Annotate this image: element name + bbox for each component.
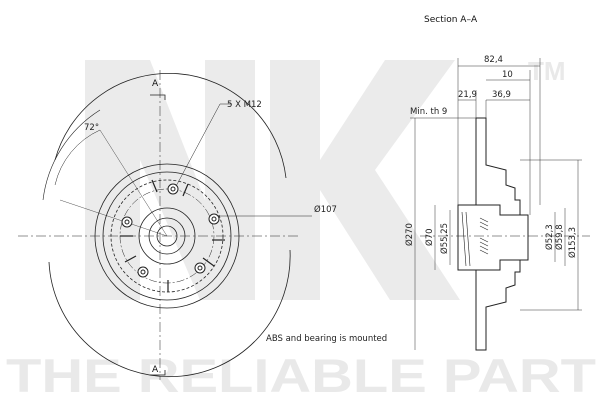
dim-hub-depth: 36,9: [492, 90, 511, 100]
section-dimensions: [410, 58, 582, 350]
bolt-holes: [121, 183, 220, 278]
dim-center-bore-diameter: Ø55,25: [439, 223, 450, 254]
assembly-note: ABS and bearing is mounted: [266, 334, 387, 344]
section-title: Section A–A: [424, 15, 478, 25]
dim-overall-width: 82,4: [484, 55, 503, 65]
min-thickness-label: Min. th 9: [410, 107, 447, 117]
dim-bearing-inner-diameter: Ø52,3: [544, 224, 555, 250]
dim-outer-diameter: Ø270: [404, 223, 415, 246]
hub-vent-slots: [120, 179, 225, 292]
tagline-watermark: THE RELIABLE PART: [6, 349, 596, 400]
section-mark-top: A: [152, 79, 159, 89]
dim-hub-offset: 10: [502, 70, 513, 80]
nk-logo-watermark: [85, 60, 460, 300]
section-view: [420, 117, 590, 351]
dim-hub-outer-diameter: Ø70: [424, 228, 435, 246]
section-mark-bottom: A: [152, 365, 159, 375]
dim-disc-offset: 21,9: [458, 90, 477, 100]
angle-label: 72°: [84, 123, 99, 133]
disc-front-view: [18, 70, 312, 380]
trademark-watermark: TM: [528, 56, 566, 86]
dim-bearing-outer-diameter: Ø59,8: [554, 224, 565, 250]
dim-hat-diameter: Ø153,3: [567, 227, 578, 258]
pcd-label: Ø107: [314, 204, 337, 215]
bolt-pattern-label: 5 X M12: [227, 100, 262, 110]
